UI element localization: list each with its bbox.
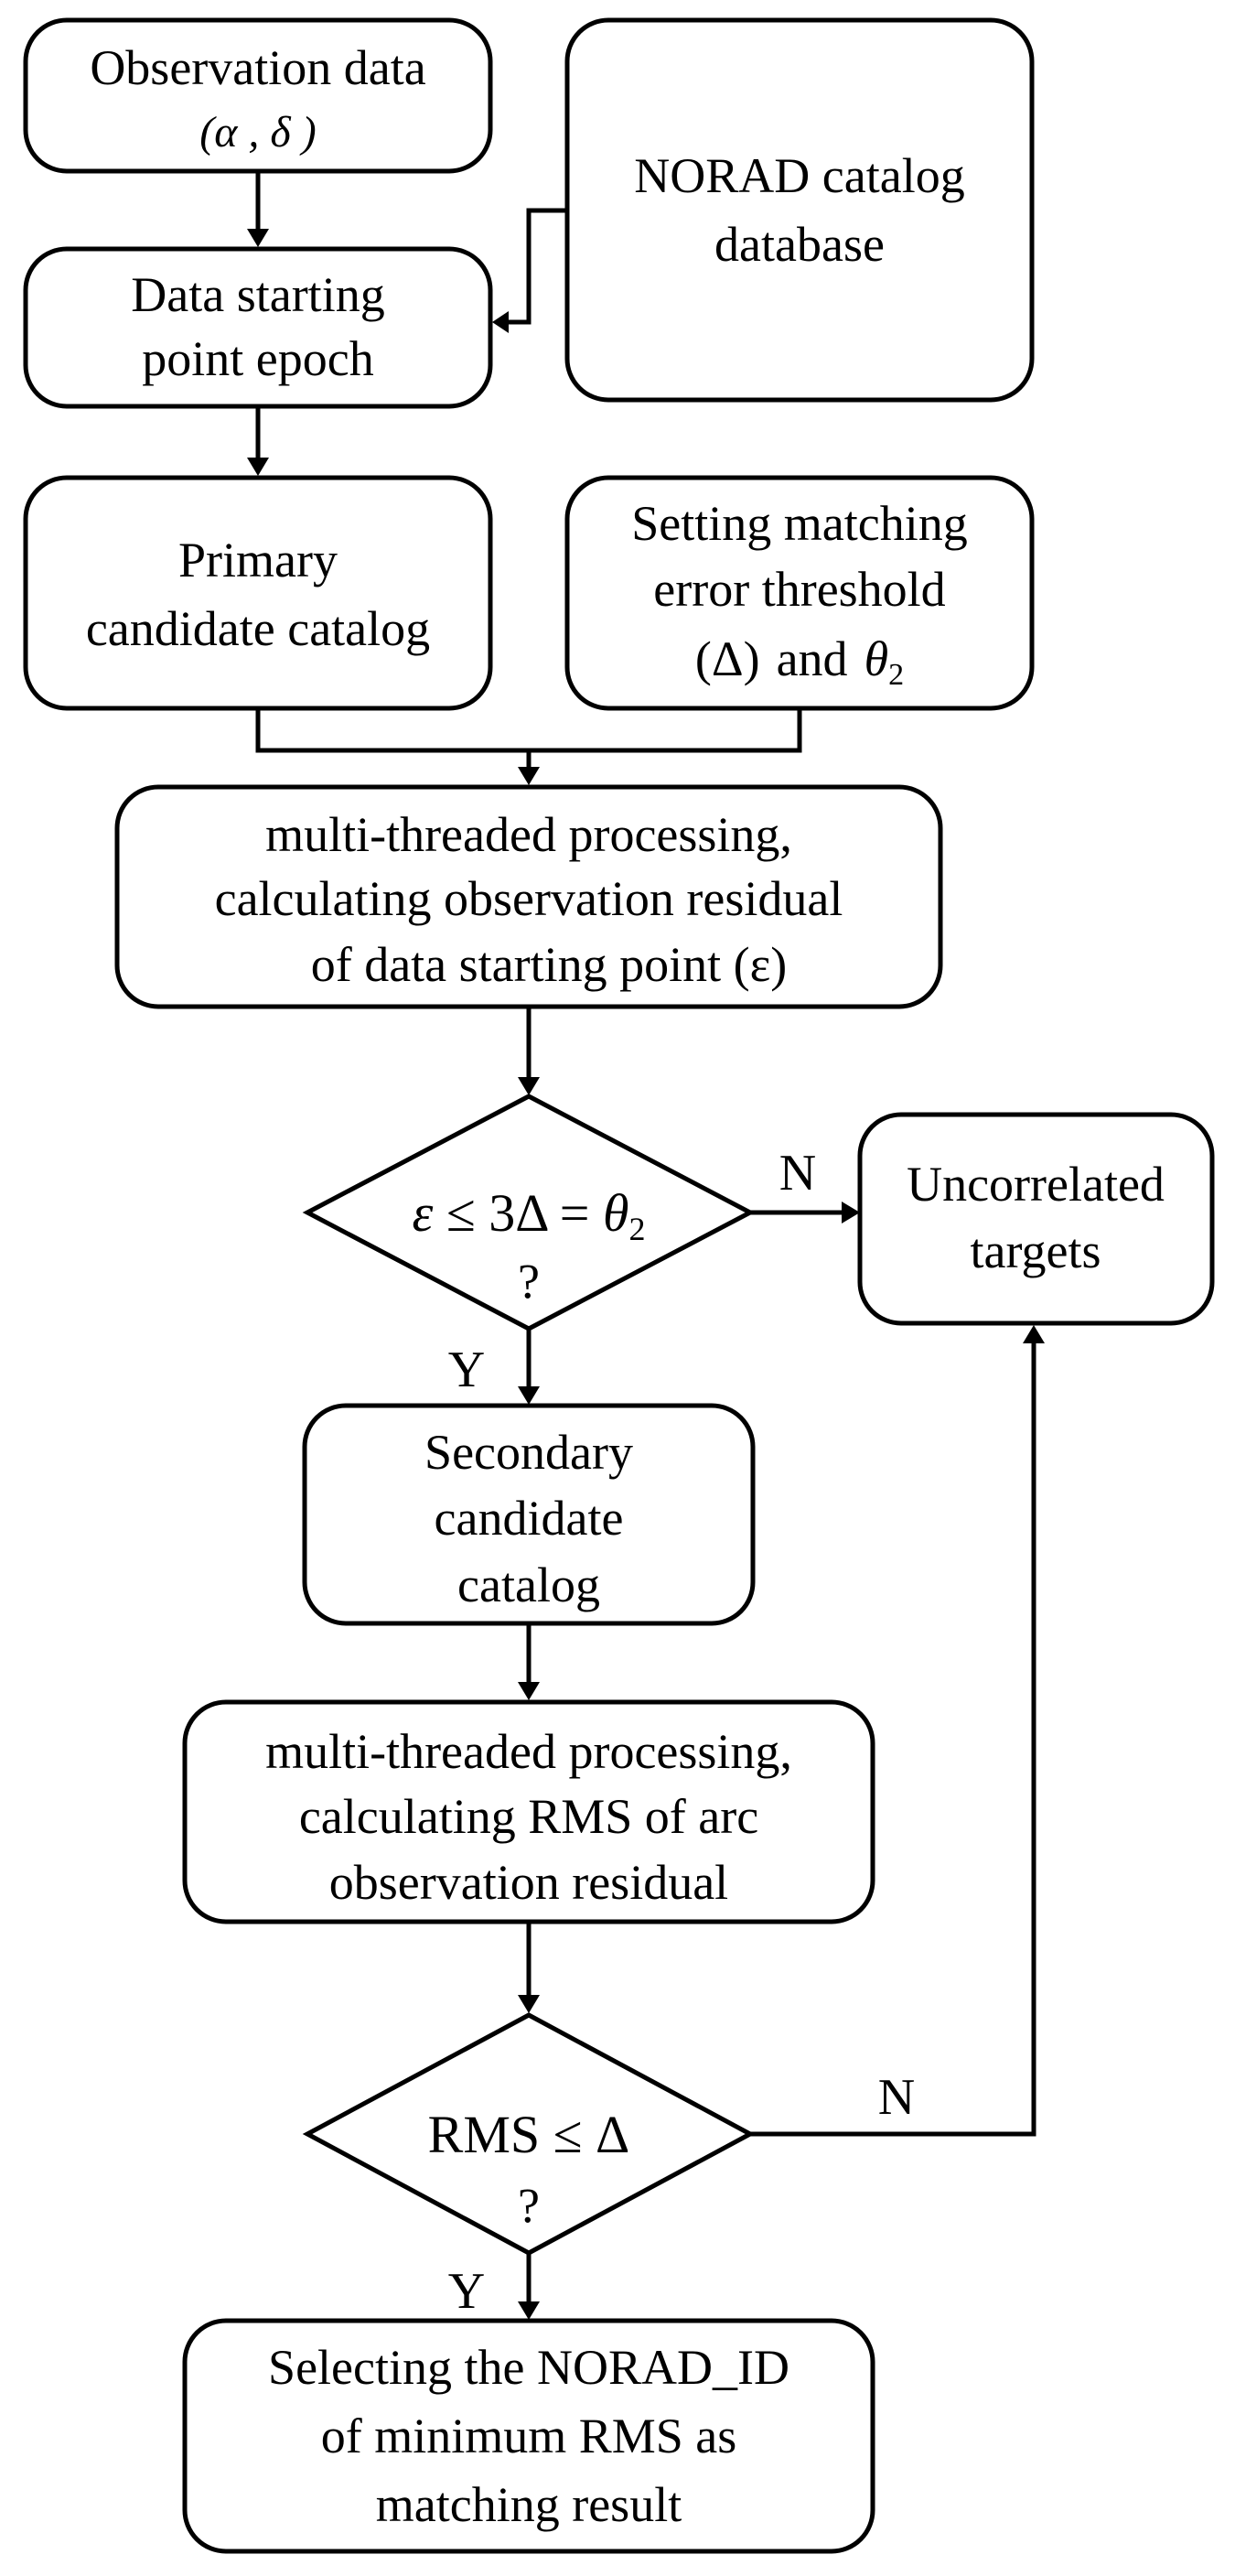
- threshold-and: and: [777, 631, 848, 686]
- node-observation-data-box: [23, 17, 493, 174]
- decision2-question: ?: [518, 2178, 540, 2233]
- node-decision-residual: ε ≤ 3Δ = θ2 ?: [302, 1094, 756, 1331]
- edge-norad-to-epoch: [501, 208, 567, 325]
- arrowhead-observation-to-epoch: [247, 229, 269, 247]
- edge-decision2-to-uncorrelated: [750, 1336, 1036, 2137]
- arrowhead-merge-to-proc1: [518, 767, 540, 785]
- node-epoch-box: [23, 246, 493, 409]
- node-primary-candidate-catalog: Primary candidate catalog: [23, 475, 493, 711]
- secondary-line2: candidate: [435, 1491, 624, 1546]
- node-secondary-candidate-catalog: Secondary candidate catalog: [302, 1403, 756, 1626]
- node-threshold-box: [564, 475, 1035, 711]
- decision2-expression: RMS ≤ Δ: [428, 2105, 630, 2164]
- arrowhead-proc2-to-decision2: [518, 1995, 540, 2013]
- decision1-expression: ε ≤ 3Δ = θ2: [413, 1183, 646, 1247]
- secondary-line3: catalog: [457, 1557, 600, 1612]
- decision1-theta-sub: 2: [629, 1211, 646, 1247]
- node-norad-database-box: [564, 17, 1035, 403]
- label-decision1-yes: Y: [448, 1342, 485, 1398]
- primary-line1: Primary: [178, 533, 338, 587]
- epoch-line2: point epoch: [142, 331, 373, 386]
- uncorrelated-line2: targets: [971, 1223, 1101, 1278]
- proc2-line1: multi-threaded processing,: [265, 1724, 792, 1779]
- node-processing-observation-residual: multi-threaded processing, calculating o…: [114, 784, 943, 1009]
- arrowhead-norad-to-epoch: [492, 311, 509, 333]
- node-decision-rms: RMS ≤ Δ ?: [302, 2012, 756, 2256]
- threshold-line2: error threshold: [653, 562, 945, 617]
- node-matching-result: Selecting the NORAD_ID of minimum RMS as…: [182, 2318, 875, 2554]
- arrowhead-decision2-to-uncorrelated: [1023, 1325, 1045, 1343]
- proc2-line3: observation residual: [329, 1855, 728, 1910]
- observation-title: Observation data: [90, 40, 425, 95]
- uncorrelated-line1: Uncorrelated: [907, 1157, 1165, 1212]
- node-uncorrelated-targets: Uncorrelated targets: [857, 1112, 1215, 1326]
- arrowhead-epoch-to-primary: [247, 458, 269, 476]
- observation-coords: (α , δ ): [199, 108, 316, 156]
- arrowhead-decision1-to-uncorrelated: [842, 1202, 860, 1223]
- secondary-line1: Secondary: [424, 1425, 633, 1480]
- arrowhead-decision2-to-result: [518, 2301, 540, 2320]
- threshold-delta: (Δ): [695, 631, 760, 686]
- node-proc2-box: [182, 1699, 875, 1924]
- arrowhead-proc1-to-decision1: [518, 1077, 540, 1095]
- node-primary-box: [23, 475, 493, 711]
- node-data-starting-point-epoch: Data starting point epoch: [23, 246, 493, 409]
- label-decision2-no: N: [878, 2069, 915, 2126]
- node-decision2-diamond: [302, 2012, 756, 2256]
- proc1-line2: calculating observation residual: [215, 871, 843, 926]
- result-line2: of minimum RMS as: [321, 2409, 737, 2463]
- node-secondary-box: [302, 1403, 756, 1626]
- primary-line2: candidate catalog: [86, 601, 430, 656]
- decision1-mid: ≤ 3Δ =: [433, 1183, 603, 1243]
- proc1-line1: multi-threaded processing,: [265, 807, 792, 862]
- result-line1: Selecting the NORAD_ID: [268, 2340, 789, 2395]
- node-uncorrelated-box: [857, 1112, 1215, 1326]
- node-norad-database: NORAD catalog database: [564, 17, 1035, 403]
- decision1-theta: θ: [603, 1183, 629, 1243]
- node-proc1-box: [114, 784, 943, 1009]
- threshold-theta: θ: [864, 631, 889, 686]
- norad-line1: NORAD catalog: [634, 148, 964, 203]
- label-decision2-yes: Y: [448, 2263, 485, 2320]
- edges: [247, 172, 1045, 2320]
- node-result-box: [182, 2318, 875, 2554]
- node-observation-data: Observation data (α , δ ): [23, 17, 493, 174]
- proc1-line3: of data starting point (ε): [311, 937, 788, 992]
- node-processing-rms: multi-threaded processing, calculating R…: [182, 1699, 875, 1924]
- decision1-question: ?: [518, 1254, 540, 1309]
- decision1-epsilon: ε: [413, 1183, 434, 1243]
- edge-primary-merge: [255, 709, 802, 753]
- threshold-line1: Setting matching: [631, 496, 967, 551]
- norad-line2: database: [714, 217, 885, 272]
- arrowhead-secondary-to-proc2: [518, 1682, 540, 1700]
- proc2-line2: calculating RMS of arc: [299, 1789, 758, 1844]
- result-line3: matching result: [376, 2477, 682, 2532]
- epoch-line1: Data starting: [131, 267, 384, 322]
- label-decision1-no: N: [779, 1145, 816, 1202]
- threshold-theta-sub: 2: [888, 658, 904, 692]
- arrowhead-decision1-to-secondary: [518, 1386, 540, 1405]
- node-decision1-diamond: [302, 1094, 756, 1331]
